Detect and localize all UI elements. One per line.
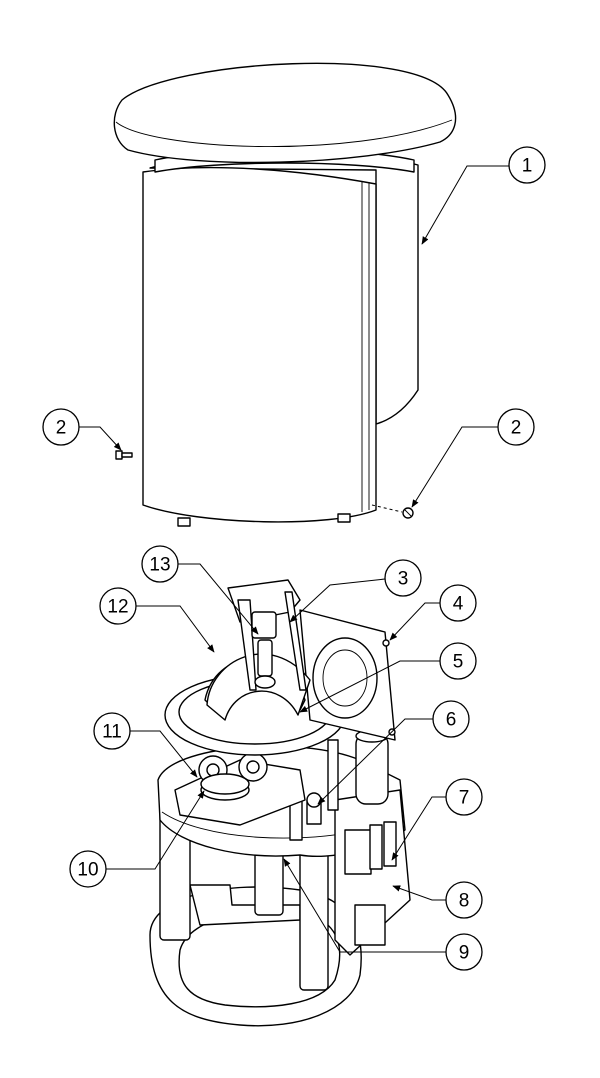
callout-8: 8 [445,881,483,919]
callout-11: 11 [93,712,131,750]
callout-4-label: 4 [453,594,464,615]
screw-right [371,504,414,519]
callout-7: 7 [445,778,483,816]
callout-5: 5 [439,642,477,680]
callout-2-right-label: 2 [511,418,522,439]
callout-3-label: 3 [398,569,409,590]
callout-3: 3 [384,559,422,597]
callout-7-label: 7 [459,788,470,809]
callout-12: 12 [99,587,137,625]
callout-12-label: 12 [107,597,128,618]
callout-2-left: 2 [42,408,80,446]
callout-1-label: 1 [522,156,533,177]
callout-2-right: 2 [497,408,535,446]
callout-8-label: 8 [459,891,470,912]
callout-13-label: 13 [149,555,170,576]
screw-left [115,450,133,460]
callout-10: 10 [69,850,107,888]
callout-4: 4 [439,584,477,622]
callout-5-label: 5 [453,652,464,673]
callout-1: 1 [508,146,546,184]
callout-6: 6 [432,700,470,738]
leader-lines [78,165,509,953]
callout-11-label: 11 [102,722,122,743]
callout-6-label: 6 [446,710,457,731]
callout-9-label: 9 [459,943,470,964]
callout-2-left-label: 2 [56,418,67,439]
callout-9: 9 [445,933,483,971]
base-assembly [149,579,411,1027]
callout-13: 13 [141,545,179,583]
housing-cover [113,62,457,527]
callout-10-label: 10 [77,860,98,881]
